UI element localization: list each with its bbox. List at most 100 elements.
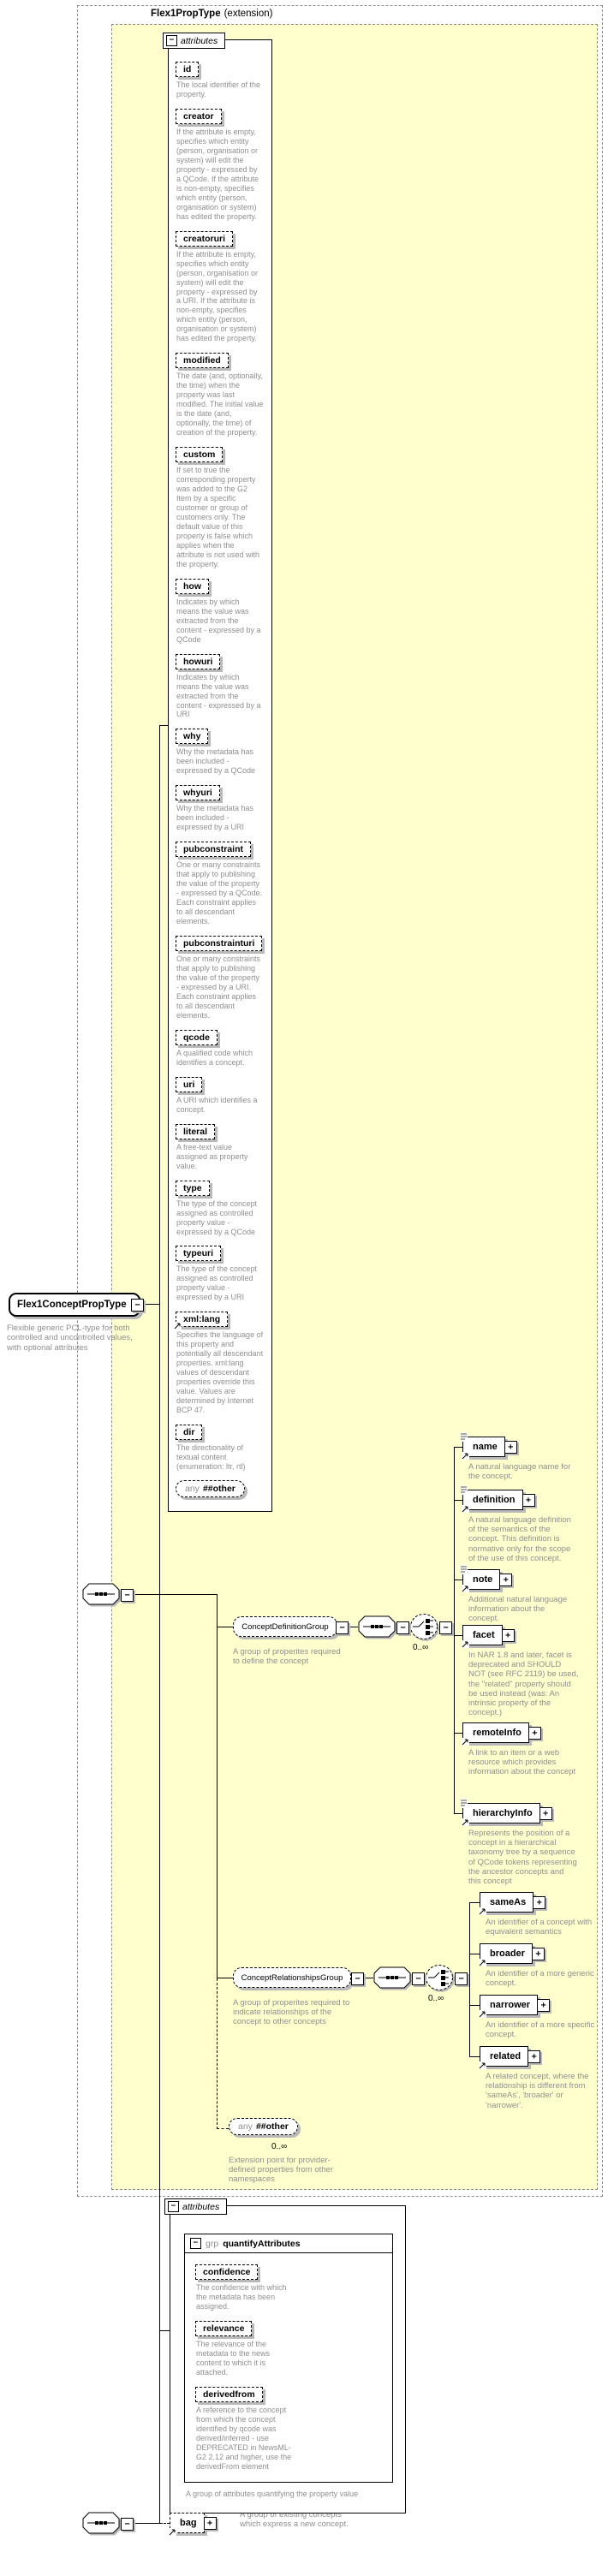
element-description: A group of existing concepts which expre… [240,2510,349,2530]
attribute-description: The confidence with which the metadata h… [196,2283,287,2311]
expand-icon[interactable]: + [539,1807,552,1820]
group-description: A group of properites required to indica… [233,1998,350,2027]
attribute-description: One or many constraints that apply to pu… [176,955,261,1020]
element-facet[interactable]: facet + [462,1625,515,1648]
attribute-item: creatoruri If the attribute is empty, sp… [176,230,265,344]
element-label: narrower [490,2000,531,2010]
reference-arrow-icon [479,1907,486,1915]
element-description: Represents the position of a concept in … [468,1829,577,1887]
element-definition[interactable]: definition + [460,1485,535,1513]
attributes-tab-label: attributes [182,2201,220,2212]
connector-line [469,2056,480,2057]
reference-arrow-icon [479,2010,486,2018]
main-trunk-line [159,725,160,2524]
group-concept-relationships[interactable]: ConceptRelationshipsGroup [233,1967,351,1988]
attribute-description: The type of the concept assigned as cont… [176,1199,258,1236]
attribute-description: A free-text value assigned as property v… [176,1142,248,1170]
element-name[interactable]: name + [460,1432,517,1460]
group-description: A group of properites required to define… [233,1647,341,1667]
element-note[interactable]: note + [460,1565,513,1592]
attribute-item: literal A free-text value assigned as pr… [176,1123,265,1171]
any-label: any [238,2121,253,2132]
reference-arrow-icon [462,1452,469,1460]
element-bag[interactable]: bag + [169,2513,217,2536]
root-type-box[interactable]: Flex1ConceptPropType − [9,1293,144,1317]
collapse-icon[interactable]: − [439,1621,452,1634]
expand-icon[interactable]: + [499,1574,513,1586]
group-concept-definition[interactable]: ConceptDefinitionGroup [233,1616,337,1637]
element-label: facet [473,1630,495,1640]
expand-icon[interactable]: + [203,2517,217,2530]
element-broader[interactable]: broader + [479,1943,545,1966]
attribute-description: If the attribute is empty, specifies whi… [176,127,259,221]
collapse-icon[interactable]: − [455,1972,468,1985]
element-description: A natural language name for the concept. [468,1462,571,1482]
occurrence-label: 0..∞ [271,2142,288,2151]
element-remoteInfo[interactable]: remoteInfo + [462,1722,541,1746]
element-description: An identifier of a more generic concept. [486,1969,594,1989]
attribute-name-box: creatoruri [176,230,234,247]
attribute-item: pubconstrainturi One or many constraints… [176,935,265,1020]
attribute-item: xml:lang Specifies the language of this … [174,1311,265,1415]
connector-line [140,1304,159,1305]
attribute-name-box: qcode [176,1029,218,1045]
element-label: broader [490,1948,525,1959]
connector-line [160,725,168,726]
attribute-item: modified The date (and, optionally, the … [176,352,265,437]
attributes-tab[interactable]: − attributes [164,2198,228,2215]
collapse-icon[interactable]: − [351,1972,364,1985]
attribute-name-box: pubconstraint [176,842,251,858]
attribute-group-header[interactable]: − grp quantifyAttributes [185,2234,392,2253]
attribute-item: relevance The relevance of the metadata … [195,2320,379,2377]
element-related[interactable]: related + [479,2046,541,2069]
documentation-icon [460,1485,468,1495]
expand-icon[interactable]: + [528,2050,541,2063]
element-label: note [473,1574,493,1585]
attribute-description: If the attribute is empty, specifies whi… [176,249,259,343]
collapse-icon[interactable]: − [121,2518,134,2531]
attribute-item: type The type of the concept assigned as… [176,1180,265,1237]
connector-line [454,1733,462,1734]
attribute-name-box: id [176,62,200,77]
element-narrower[interactable]: narrower + [479,1995,551,2018]
attribute-description: Indicates by which means the value was e… [176,597,261,644]
element-hierarchyInfo[interactable]: hierarchyInfo + [460,1799,552,1826]
attribute-name-box: why [176,729,209,745]
reference-arrow-icon [479,2061,486,2069]
attribute-name-box: dir [176,1425,203,1441]
expand-icon[interactable]: + [522,1494,535,1507]
collapse-icon[interactable]: − [396,1621,409,1634]
group-kind-label: grp [206,2238,219,2249]
collapse-icon[interactable]: − [190,2238,201,2249]
reference-arrow-icon [462,1505,469,1513]
expand-icon[interactable]: + [531,1948,545,1960]
expand-icon[interactable]: + [504,1441,517,1454]
expand-icon[interactable]: + [533,1896,546,1909]
choice-trunk-line [469,1902,470,2056]
collapse-icon[interactable]: − [336,1621,349,1634]
occurrence-label: 0..∞ [428,1994,444,2003]
element-description: Additional natural language information … [468,1595,568,1624]
attribute-item: confidence The confidence with which the… [195,2264,379,2311]
expand-icon[interactable]: + [501,1629,515,1642]
collapse-icon[interactable]: − [412,1972,425,1985]
element-label: bag [180,2518,197,2528]
element-sameAs[interactable]: sameAs + [479,1892,546,1915]
collapse-icon[interactable]: − [166,35,177,46]
attribute-item: creator If the attribute is empty, speci… [176,108,265,222]
attribute-description: The type of the concept assigned as cont… [176,1264,258,1302]
element-label: hierarchyInfo [473,1808,533,1818]
attribute-item: how Indicates by which means the value w… [176,578,265,645]
attribute-item: typeuri The type of the concept assigned… [176,1245,265,1302]
attributes-tab[interactable]: − attributes [163,33,226,49]
expand-icon[interactable]: + [537,1999,551,2012]
collapse-icon[interactable]: − [131,1299,144,1312]
collapse-icon[interactable]: − [121,1589,134,1602]
documentation-icon [460,1432,468,1442]
collapse-icon[interactable]: − [168,2201,179,2212]
expand-icon[interactable]: + [528,1727,541,1740]
attribute-group-box: − grp quantifyAttributes confidence The … [184,2234,393,2483]
attribute-group-name: quantifyAttributes [223,2238,301,2249]
connector-line [469,1902,480,1903]
any-element-wildcard[interactable]: any##other [229,2118,298,2135]
